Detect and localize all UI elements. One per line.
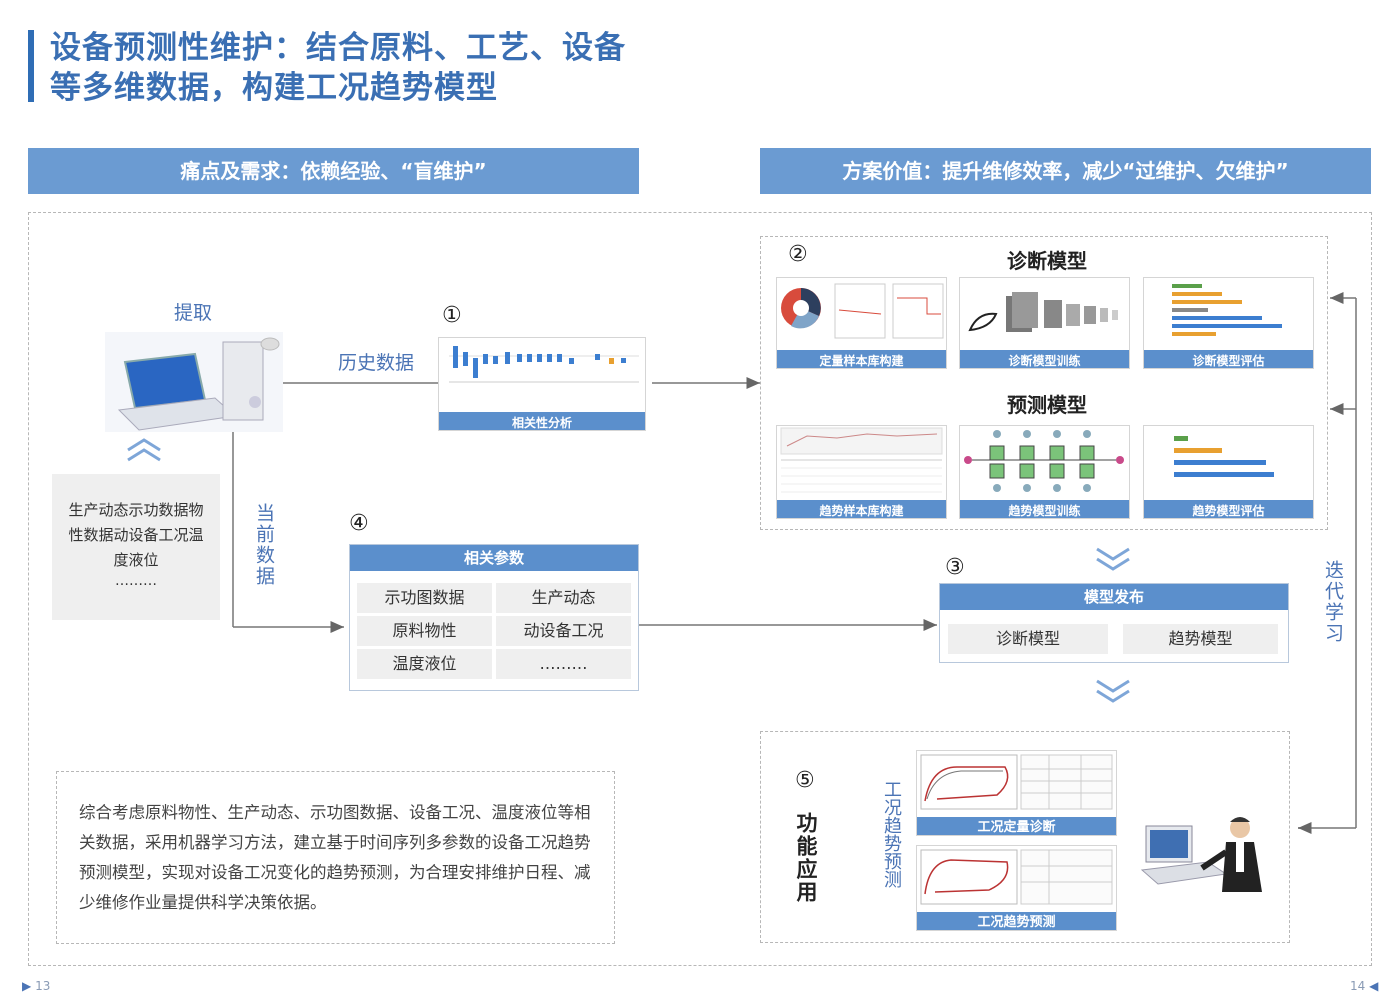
- pred-thumb-evaluation: 趋势模型评估: [1143, 425, 1314, 519]
- title-line-2: 等多维数据，构建工况趋势模型: [50, 70, 498, 106]
- pred-caption-1: 趋势样本库构建: [777, 500, 946, 518]
- description-text: 综合考虑原料物性、生产动态、示功图数据、设备工况、温度液位等相关数据，采用机器学…: [79, 803, 591, 912]
- page-number-right: 14 ◀: [1350, 979, 1379, 993]
- diagnosis-chart-thumbnail: [920, 754, 1113, 810]
- pred-thumb-training: 趋势模型训练: [959, 425, 1130, 519]
- correlation-analysis-panel: 相关性分析: [438, 337, 646, 431]
- data-sources-ellipsis: ………: [115, 573, 157, 589]
- param-cell: 示功图数据: [357, 583, 492, 613]
- diag-caption-2: 诊断模型训练: [960, 350, 1129, 368]
- chevron-down-icon: [1096, 679, 1130, 703]
- param-cell: 温度液位: [357, 649, 492, 679]
- step-1-caption: 相关性分析: [439, 412, 645, 430]
- chevron-up-icon: [127, 438, 161, 462]
- trend-chart-thumbnail: [920, 849, 1113, 905]
- pred-caption-2: 趋势模型训练: [960, 500, 1129, 518]
- release-item-trend: 趋势模型: [1123, 624, 1278, 654]
- lstm-diagram-thumbnail: [964, 430, 1124, 492]
- function-application-label: 功能应用: [794, 812, 818, 904]
- triangle-right-icon: ▶: [22, 979, 32, 993]
- step-4-number: ④: [349, 511, 369, 536]
- param-cell: 原料物性: [357, 616, 492, 646]
- banner-pain-points: 痛点及需求：依赖经验、“盲维护”: [28, 148, 639, 194]
- step-5-number: ⑤: [795, 768, 815, 793]
- table-thumbnail: [780, 427, 943, 493]
- models-dashed-box: [760, 236, 1328, 530]
- diagnosis-model-title: 诊断模型: [1007, 249, 1087, 273]
- param-cell: ………: [496, 649, 631, 679]
- extract-label: 提取: [174, 302, 213, 324]
- bar-chart-thumbnail: [1172, 284, 1282, 336]
- history-data-label: 历史数据: [338, 352, 415, 374]
- step-3-number: ③: [945, 555, 965, 580]
- function-dashed-box: [760, 731, 1290, 943]
- computer-icon: [105, 332, 283, 432]
- prediction-model-title: 预测模型: [1007, 393, 1087, 417]
- diag-caption-3: 诊断模型评估: [1144, 350, 1313, 368]
- data-sources-box: 生产动态示功数据物性数据动设备工况温度液位 ………: [52, 474, 220, 620]
- title-accent-bar: [28, 30, 34, 102]
- param-cell: 动设备工况: [496, 616, 631, 646]
- current-data-label: 当前数据: [253, 503, 275, 587]
- release-item-diagnosis: 诊断模型: [948, 624, 1108, 654]
- pred-caption-3: 趋势模型评估: [1144, 500, 1313, 518]
- iterate-learning-label: 迭代学习: [1322, 560, 1344, 644]
- pred-thumb-sample-lib: 趋势样本库构建: [776, 425, 947, 519]
- pie-and-line-chart-thumbnail: [781, 283, 944, 339]
- diag-caption-1: 定量样本库构建: [777, 350, 946, 368]
- quantitative-diagnosis-caption: 工况定量诊断: [917, 817, 1116, 835]
- banner-solution-value: 方案价值：提升维修效率，减少“过维护、欠维护”: [760, 148, 1371, 194]
- diag-thumb-training: 诊断模型训练: [959, 277, 1130, 369]
- param-cell: 生产动态: [496, 583, 631, 613]
- page-title: 设备预测性维护：结合原料、工艺、设备 等多维数据，构建工况趋势模型: [50, 28, 626, 108]
- main-dashed-container: [28, 212, 1372, 966]
- related-params-panel: 相关参数 示功图数据 生产动态 原料物性 动设备工况 温度液位 ………: [349, 544, 639, 691]
- related-params-header: 相关参数: [350, 545, 638, 571]
- data-sources-text: 生产动态示功数据物性数据动设备工况温度液位: [68, 501, 204, 569]
- trend-prediction-vertical-label: 工况趋势预测: [881, 780, 902, 888]
- diag-thumb-evaluation: 诊断模型评估: [1143, 277, 1314, 369]
- chevron-down-icon: [1096, 547, 1130, 571]
- waterfall-chart-thumbnail: [449, 346, 639, 383]
- operator-at-computer-icon: [1140, 817, 1262, 892]
- cnn-diagram-thumbnail: [968, 292, 1118, 332]
- diag-thumb-sample-lib: 定量样本库构建: [776, 277, 947, 369]
- model-release-header: 模型发布: [940, 584, 1288, 610]
- trend-prediction-caption: 工况趋势预测: [917, 912, 1116, 930]
- step-2-number: ②: [788, 242, 808, 267]
- trend-prediction-panel: 工况趋势预测: [916, 845, 1117, 931]
- model-release-panel: 模型发布 诊断模型 趋势模型: [939, 583, 1289, 663]
- step-1-number: ①: [442, 303, 462, 328]
- bar-chart-thumbnail: [1174, 436, 1274, 477]
- quantitative-diagnosis-panel: 工况定量诊断: [916, 750, 1117, 836]
- page-number-left: ▶ 13: [22, 979, 51, 993]
- triangle-left-icon: ◀: [1369, 979, 1379, 993]
- description-box: 综合考虑原料物性、生产动态、示功图数据、设备工况、温度液位等相关数据，采用机器学…: [56, 771, 615, 944]
- title-line-1: 设备预测性维护：结合原料、工艺、设备: [50, 30, 626, 66]
